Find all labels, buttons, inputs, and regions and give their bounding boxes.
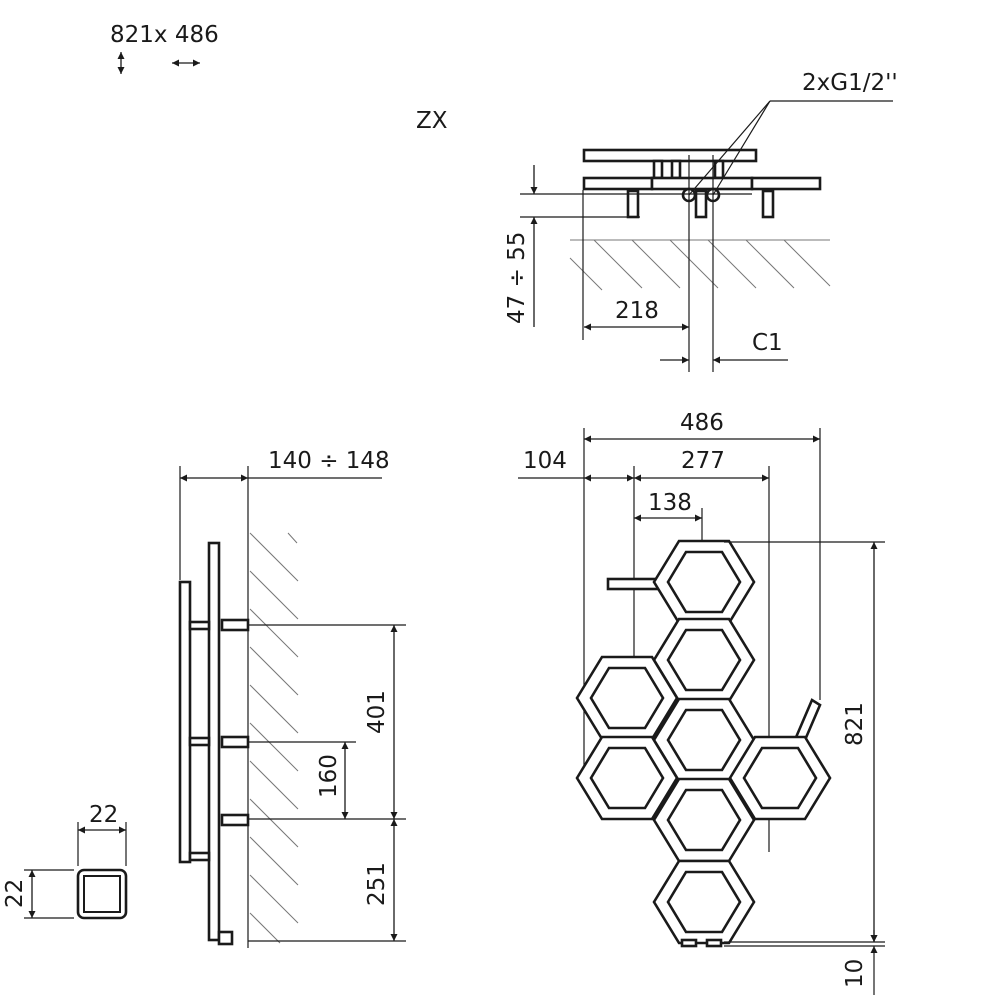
wall-gap-label: 47 ÷ 55 bbox=[504, 232, 530, 324]
depth-label: 140 ÷ 148 bbox=[268, 448, 390, 474]
hex-inner bbox=[589, 746, 665, 810]
hex-inner bbox=[666, 870, 742, 934]
half-width-label: 138 bbox=[648, 490, 692, 516]
profile-height-label: 22 bbox=[2, 879, 28, 908]
hex-inner bbox=[666, 788, 742, 852]
hex-inner bbox=[666, 708, 742, 772]
hex-inner bbox=[666, 628, 742, 692]
total-height-label: 821 bbox=[842, 702, 868, 746]
bottom-bracket-label: 251 bbox=[364, 862, 390, 906]
front-view bbox=[518, 428, 885, 995]
offset-label: 218 bbox=[615, 298, 659, 324]
foot bbox=[705, 938, 723, 948]
profile-width-label: 22 bbox=[89, 802, 118, 828]
hex-inner bbox=[589, 666, 665, 730]
bottom-gap-label: 10 bbox=[842, 959, 868, 988]
foot bbox=[680, 938, 698, 948]
top-view bbox=[520, 100, 893, 372]
hex-inner bbox=[666, 550, 742, 614]
side-view bbox=[178, 466, 406, 948]
bracket-middle-label: 160 bbox=[316, 754, 342, 798]
total-width-label: 486 bbox=[680, 410, 724, 436]
size-label: 821x 486 bbox=[110, 22, 219, 48]
left-offset-label: 104 bbox=[523, 448, 567, 474]
model-label: ZX bbox=[416, 108, 448, 134]
hex-inner bbox=[742, 746, 818, 810]
bracket-spacing-label: 401 bbox=[364, 690, 390, 734]
stub-left bbox=[606, 577, 660, 591]
front-panel bbox=[582, 148, 758, 163]
connection-label: 2xG1/2'' bbox=[802, 70, 898, 96]
inner-width-label: 277 bbox=[681, 448, 725, 474]
spacing-label: C1 bbox=[752, 330, 783, 356]
profile-section bbox=[24, 822, 128, 920]
